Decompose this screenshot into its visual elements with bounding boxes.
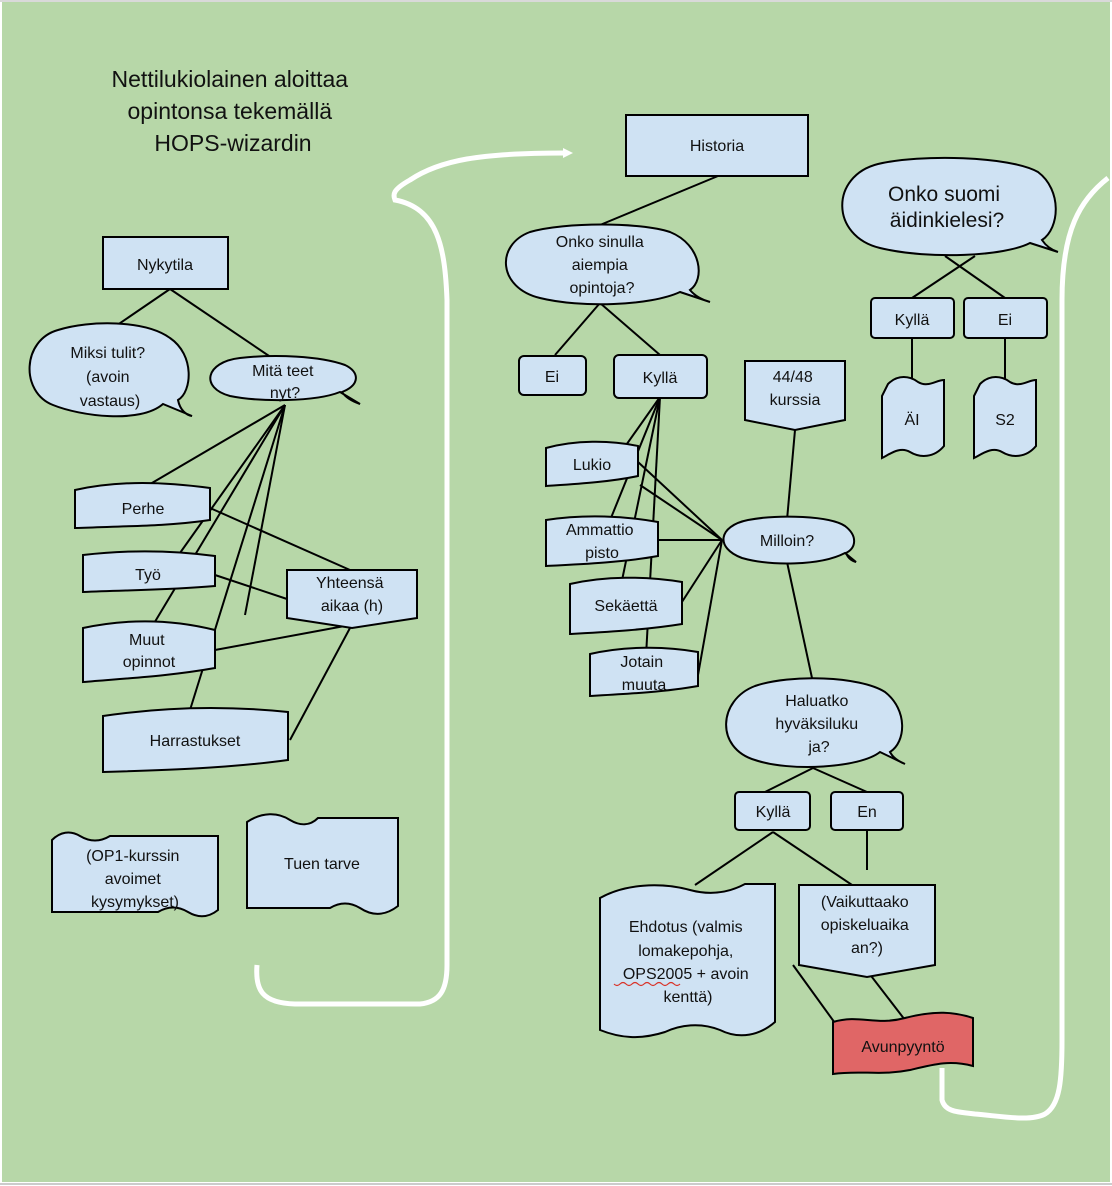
svg-text:Ammattio pisto: Ammattio pisto bbox=[566, 522, 638, 562]
svg-text:Yhteensä aikaa (h): Yhteensä aikaa (h) bbox=[316, 575, 388, 615]
vaikuttaako-shape: (Vaikuttaako opiskeluaika an?) bbox=[798, 884, 936, 979]
kylla-box-1: Kyllä bbox=[613, 354, 708, 399]
milloin-bubble: Milloin? bbox=[722, 515, 857, 565]
diagram-title: Nettilukiolainen aloittaa opintonsa teke… bbox=[112, 66, 355, 156]
nykytila-box: Nykytila bbox=[102, 236, 229, 290]
svg-text:Haluatko hyväksiluku: Haluatko hyväksiluku ja? bbox=[775, 693, 862, 756]
onko-sinulla-bubble: Onko sinulla aiempia opintoja? bbox=[505, 223, 711, 306]
kylla-box-2: Kyllä bbox=[734, 791, 811, 831]
svg-text:(Vaikuttaako opiskeluaik: (Vaikuttaako opiskeluaika an?) bbox=[821, 894, 914, 957]
kurssia-shape: 44/48 kurssia bbox=[744, 360, 846, 432]
svg-text:ÄI: ÄI bbox=[904, 411, 919, 429]
jotain-muuta-document: Jotain muuta bbox=[589, 646, 699, 698]
svg-text:Kyllä: Kyllä bbox=[895, 312, 930, 329]
avunpyynto-flag: Avunpyyntö bbox=[832, 1011, 974, 1076]
muut-opinnot-document: Muut opinnot bbox=[82, 620, 216, 684]
svg-text:Työ: Työ bbox=[135, 567, 161, 584]
onko-suomi-bubble: Onko suomi äidinkielesi? bbox=[841, 156, 1059, 257]
svg-text:Harrastukset: Harrastukset bbox=[150, 733, 241, 750]
ai-scroll: ÄI bbox=[881, 376, 945, 460]
lukio-document: Lukio bbox=[545, 440, 639, 488]
yhteensa-shape: Yhteensä aikaa (h) bbox=[286, 569, 418, 630]
svg-text:Kyllä: Kyllä bbox=[756, 804, 791, 821]
svg-text:Tuen tarve: Tuen tarve bbox=[284, 856, 360, 873]
svg-text:Ehdotus (valmis lomakepo: Ehdotus (valmis lomakepohja, OPS2005 + a… bbox=[623, 919, 753, 1006]
svg-text:Onko suomi äidinkielesi?: Onko suomi äidinkielesi? bbox=[888, 183, 1006, 232]
spellcheck-underline bbox=[613, 981, 681, 987]
nykytila-label: Nykytila bbox=[137, 257, 193, 274]
s2-scroll: S2 bbox=[973, 376, 1037, 460]
svg-text:S2: S2 bbox=[995, 412, 1015, 429]
svg-text:Milloin?: Milloin? bbox=[760, 533, 814, 550]
svg-text:Muut opinnot: Muut opinnot bbox=[123, 632, 176, 671]
svg-text:Avunpyyntö: Avunpyyntö bbox=[861, 1039, 944, 1056]
svg-text:Ei: Ei bbox=[998, 312, 1012, 329]
en-box: En bbox=[830, 791, 904, 831]
svg-text:Sekäettä: Sekäettä bbox=[594, 598, 657, 615]
svg-text:Ei: Ei bbox=[545, 369, 559, 386]
ei-box-1: Ei bbox=[518, 355, 587, 396]
svg-text:Perhe: Perhe bbox=[122, 501, 165, 518]
mita-teet-bubble: Mitä teet nyt? bbox=[209, 355, 361, 405]
kylla-box-3: Kyllä bbox=[870, 297, 955, 339]
haluatko-bubble: Haluatko hyväksiluku ja? bbox=[725, 677, 906, 768]
svg-text:Onko sinulla aiempia: Onko sinulla aiempia opintoja? bbox=[556, 234, 649, 297]
harrastukset-document: Harrastukset bbox=[102, 706, 289, 774]
tyo-document: Työ bbox=[82, 550, 216, 594]
ehdotus-document: Ehdotus (valmis lomakepohja, OPS2005 + a… bbox=[599, 883, 776, 1039]
perhe-document: Perhe bbox=[74, 482, 211, 530]
svg-text:(OP1-kurssin avoimet: (OP1-kurssin avoimet kysymykset) bbox=[86, 848, 184, 911]
flow-path bbox=[254, 148, 573, 1007]
ei-box-2: Ei bbox=[963, 297, 1048, 339]
op1-document: (OP1-kurssin avoimet kysymykset) bbox=[51, 831, 219, 918]
svg-text:Jotain muuta: Jotain muuta bbox=[620, 654, 667, 694]
historia-box: Historia bbox=[625, 114, 809, 177]
miksi-tulit-bubble: Miksi tulit? (avoin vastaus) bbox=[28, 322, 193, 418]
return-path bbox=[939, 176, 1110, 1121]
sekaetta-document: Sekäettä bbox=[569, 576, 683, 636]
svg-text:Historia: Historia bbox=[690, 138, 744, 155]
svg-text:Lukio: Lukio bbox=[573, 457, 611, 474]
ammattiopisto-document: Ammattio pisto bbox=[545, 515, 659, 568]
svg-text:Kyllä: Kyllä bbox=[643, 370, 678, 387]
svg-text:En: En bbox=[857, 804, 877, 821]
svg-text:Miksi tulit? (avoin: Miksi tulit? (avoin vastaus) bbox=[70, 345, 149, 410]
tuen-tarve-document: Tuen tarve bbox=[246, 813, 399, 915]
svg-text:Mitä teet nyt?: Mitä teet nyt? bbox=[252, 363, 318, 402]
svg-text:44/48 kurssia: 44/48 kurssia bbox=[770, 369, 821, 409]
